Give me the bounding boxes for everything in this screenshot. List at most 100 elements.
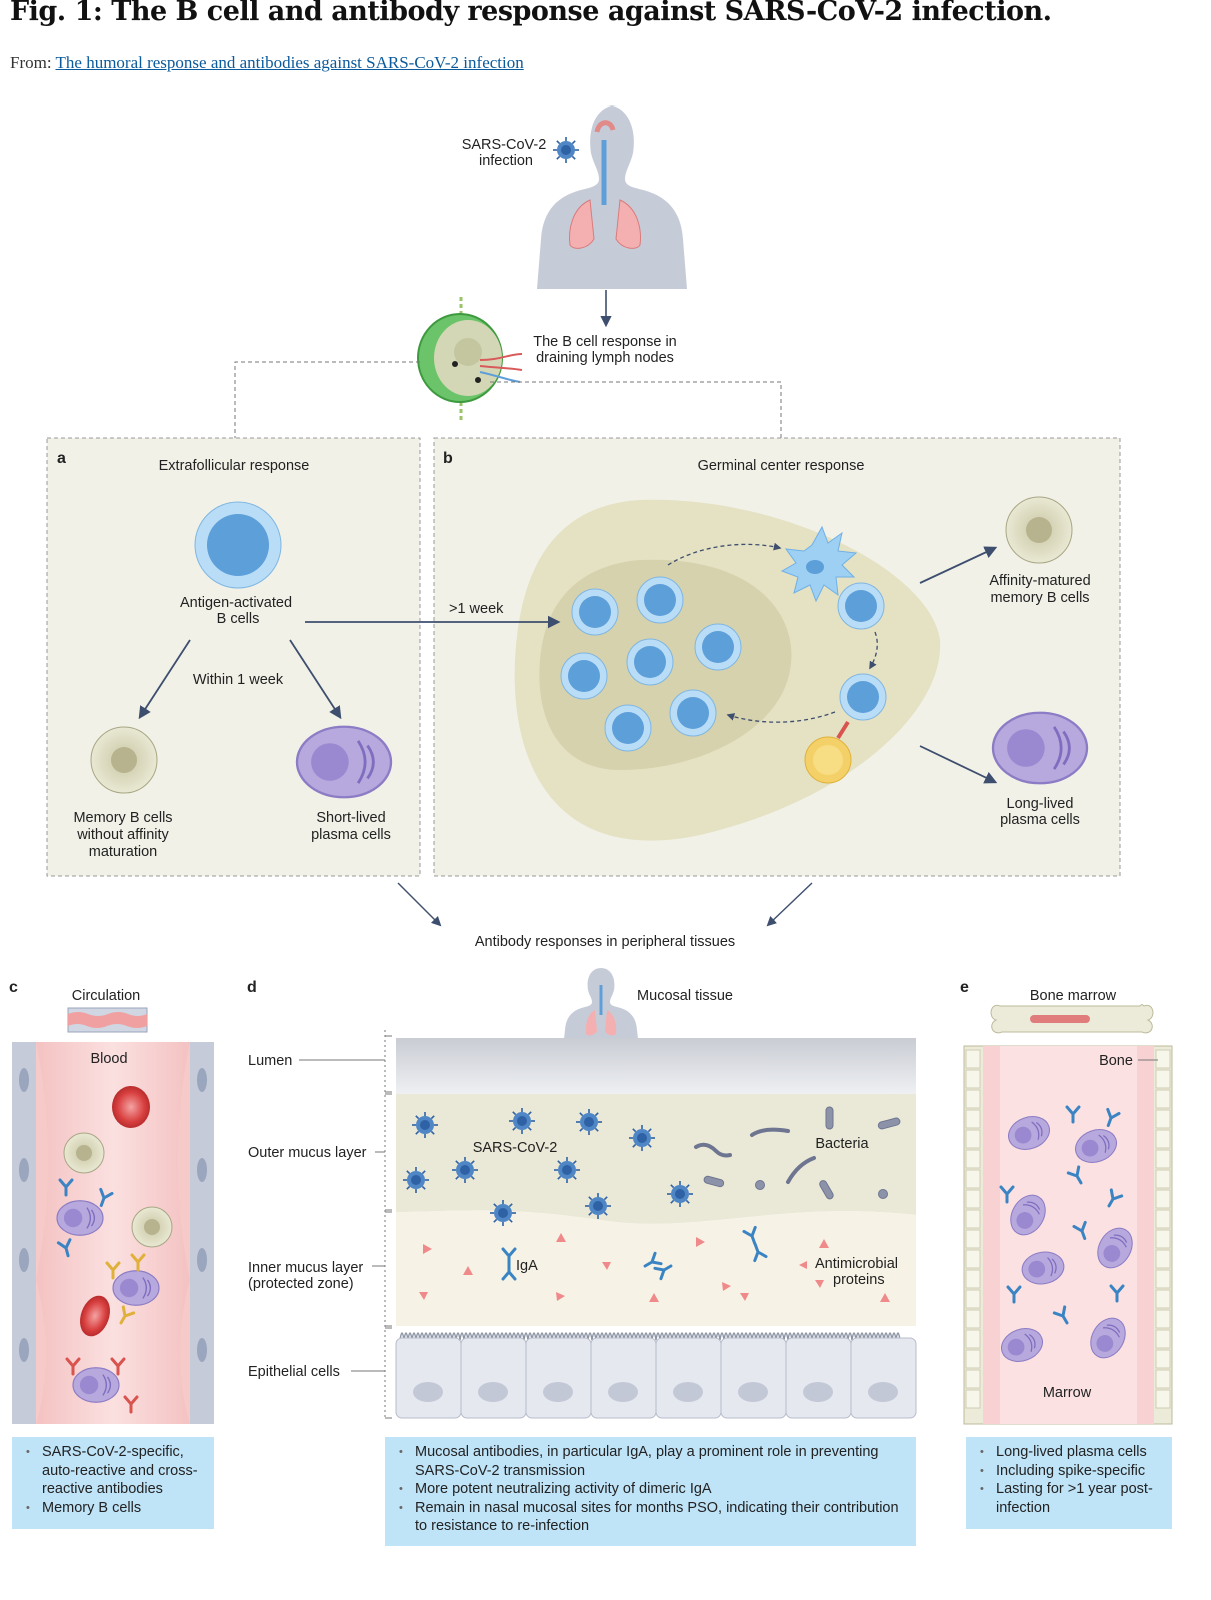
- outer-mucus-layer: [396, 1094, 916, 1224]
- vessel-left-edge: [36, 1042, 48, 1424]
- mucosal-title: Mucosal tissue: [637, 988, 733, 1004]
- memory-a-label-3: maturation: [89, 844, 158, 860]
- peripheral-label: Antibody responses in peripheral tissues: [475, 934, 735, 950]
- panel-d-bullet: Remain in nasal mucosal sites for months…: [399, 1499, 906, 1536]
- arrow-to-memory-a: [138, 639, 191, 720]
- inner-mucus-label-1: Inner mucus layer: [248, 1260, 363, 1276]
- arrow-to-plasma-b: [919, 745, 998, 784]
- connector-b: [490, 381, 782, 438]
- from-prefix: From:: [10, 53, 52, 72]
- panel-c-bullet: SARS-CoV-2-specific, auto-reactive and c…: [26, 1443, 204, 1499]
- human-body-icon: [537, 105, 687, 289]
- panel-e-letter: e: [960, 979, 969, 996]
- iga-label: IgA: [516, 1258, 538, 1274]
- memory-b-label-1: Affinity-matured: [989, 573, 1090, 589]
- dendritic-cell-icon: [780, 525, 858, 603]
- infection-label-1: SARS-CoV-2: [462, 137, 547, 153]
- panel-c-bullet: Memory B cells: [26, 1499, 204, 1518]
- within-week-label: Within 1 week: [193, 672, 284, 688]
- antimicrobial-protein-icons: [419, 1233, 890, 1302]
- arrow-to-memory-b: [919, 546, 998, 584]
- figure-title: Fig. 1: The B cell and antibody response…: [10, 0, 1052, 27]
- lumen-label: Lumen: [248, 1053, 292, 1069]
- t-helper-cell-icon: [804, 720, 852, 784]
- lymph-label-1: The B cell response in: [533, 334, 676, 350]
- bacteria-icons: [694, 1106, 901, 1200]
- activated-label-1: Antigen-activated: [180, 595, 292, 611]
- source-line: From: The humoral response and antibodie…: [10, 53, 524, 73]
- vessel-right-edge: [178, 1042, 190, 1424]
- source-article-link[interactable]: The humoral response and antibodies agai…: [55, 53, 524, 72]
- plasma-cell-c: [56, 1200, 104, 1236]
- panel-d-info-box: Mucosal antibodies, in particular IgA, p…: [385, 1437, 916, 1546]
- arrow-to-plasma-a: [289, 639, 342, 720]
- bone-marrow-title: Bone marrow: [1030, 988, 1117, 1004]
- memory-b-cell-c: [131, 1206, 173, 1248]
- red-blood-cell: [112, 1086, 150, 1128]
- epithelial-cells: [395, 1337, 917, 1419]
- panel-e-info-box: Long-lived plasma cells Including spike-…: [966, 1437, 1172, 1529]
- bone-cells: [965, 1049, 1171, 1409]
- bone-label: Bone: [1099, 1053, 1133, 1069]
- memory-a-label-2: without affinity: [76, 827, 169, 843]
- cycle-arrow-3: [726, 711, 836, 723]
- plasma-b-label-1: Long-lived: [1007, 796, 1074, 812]
- blood-label: Blood: [90, 1051, 127, 1067]
- virus-icon: [552, 136, 580, 164]
- week-label: >1 week: [449, 601, 504, 617]
- b-cell-selection-1: [837, 582, 885, 630]
- plasma-b-label-2: plasma cells: [1000, 812, 1080, 828]
- bone-icon: [990, 1004, 1154, 1034]
- panel-e-bullet: Lasting for >1 year post-infection: [980, 1480, 1162, 1517]
- memory-b-cell-c: [63, 1132, 105, 1174]
- lumen-layer: [396, 1038, 916, 1094]
- cycle-arrow-1: [667, 542, 782, 566]
- mucosal-body-icon: [563, 968, 639, 1048]
- memory-a-label-1: Memory B cells: [73, 810, 172, 826]
- epithelial-label: Epithelial cells: [248, 1364, 340, 1380]
- infection-label-2: infection: [479, 153, 533, 169]
- cycle-arrow-2: [869, 631, 878, 670]
- outer-mucus-label: Outer mucus layer: [248, 1145, 367, 1161]
- plasma-a-label-1: Short-lived: [316, 810, 385, 826]
- panel-c-letter: c: [9, 979, 18, 996]
- layer-ticks: [299, 1035, 392, 1419]
- activated-label-2: B cells: [217, 611, 260, 627]
- circulation-title: Circulation: [72, 988, 141, 1004]
- panel-d-bullet: More potent neutralizing activity of dim…: [399, 1480, 906, 1499]
- lymph-node-icon: [417, 297, 523, 420]
- marrow-label: Marrow: [1043, 1385, 1092, 1401]
- panel-c-info-box: SARS-CoV-2-specific, auto-reactive and c…: [12, 1437, 214, 1529]
- amp-label-2: proteins: [833, 1272, 885, 1288]
- lymph-label-2: draining lymph nodes: [536, 350, 674, 366]
- plasma-a-label-2: plasma cells: [311, 827, 391, 843]
- arrow-peripheral-left: [397, 882, 442, 927]
- panel-a-letter: a: [57, 450, 66, 467]
- panel-d-bullet: Mucosal antibodies, in particular IgA, p…: [399, 1443, 906, 1480]
- panel-b-title: Germinal center response: [698, 458, 865, 474]
- plasma-cell-c: [72, 1367, 120, 1403]
- bacteria-label: Bacteria: [815, 1136, 869, 1152]
- panel-e-bullet: Long-lived plasma cells: [980, 1443, 1162, 1462]
- vessel-icon: [67, 1007, 148, 1033]
- memory-b-cell-b: [1005, 496, 1073, 564]
- virus-label: SARS-CoV-2: [473, 1140, 558, 1156]
- plasma-cell-b: [991, 711, 1089, 785]
- inner-mucus-label-2: (protected zone): [248, 1276, 354, 1292]
- arrow-peripheral-right: [766, 882, 813, 927]
- connector-a: [234, 361, 420, 438]
- panel-d-letter: d: [247, 979, 257, 996]
- panel-e-bullet: Including spike-specific: [980, 1462, 1162, 1481]
- panel-a-title: Extrafollicular response: [159, 458, 310, 474]
- red-blood-cell: [80, 1295, 110, 1337]
- amp-label-1: Antimicrobial: [815, 1256, 898, 1272]
- b-cell-selection-2: [839, 673, 887, 721]
- memory-b-cell-a: [90, 726, 158, 794]
- plasma-cell-a: [295, 725, 393, 799]
- activated-b-cell: [194, 501, 282, 589]
- panel-b-letter: b: [443, 450, 453, 467]
- plasma-cell-c: [112, 1270, 160, 1306]
- memory-b-label-2: memory B cells: [990, 590, 1089, 606]
- endothelial-cells: [19, 1068, 207, 1362]
